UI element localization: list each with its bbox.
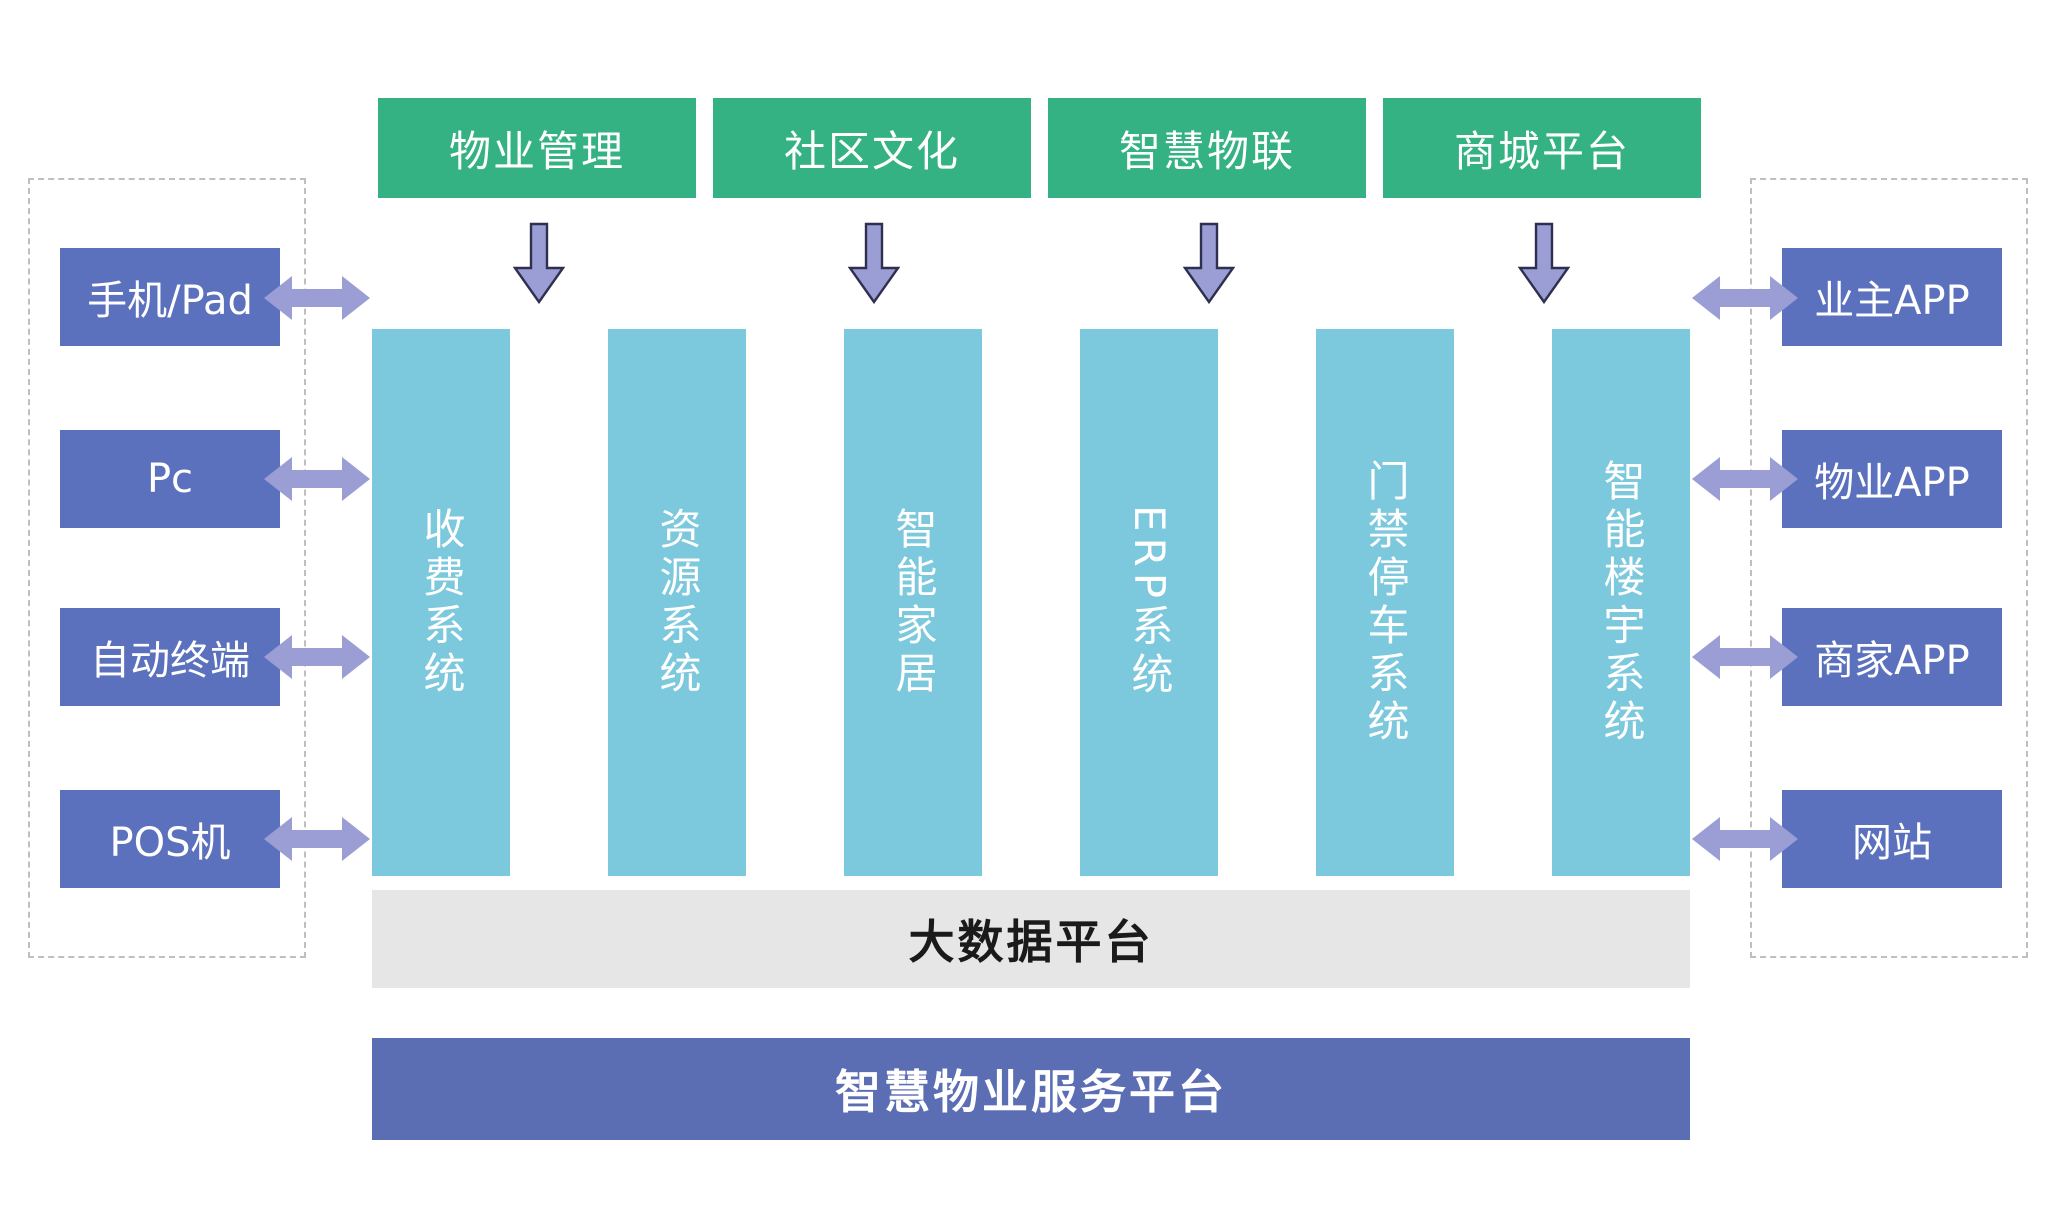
system-column-resource[interactable]: 资源系统 bbox=[608, 329, 746, 876]
big-data-platform-label: 大数据平台 bbox=[908, 915, 1154, 969]
top-module-label: 社区文化 bbox=[783, 126, 960, 176]
system-column-access-parking[interactable]: 门禁停车系统 bbox=[1316, 329, 1454, 876]
left-bidirectional-arrow-icon-4 bbox=[262, 813, 372, 865]
service-platform-label: 智慧物业服务平台 bbox=[835, 1065, 1227, 1119]
client-app-property[interactable]: 物业APP bbox=[1782, 430, 2002, 528]
terminal-device-pos[interactable]: POS机 bbox=[60, 790, 280, 888]
client-app-label: 商家APP bbox=[1814, 638, 1970, 684]
terminal-device-self-service[interactable]: 自动终端 bbox=[60, 608, 280, 706]
down-arrow-icon-4 bbox=[1518, 222, 1570, 304]
left-bidirectional-arrow-icon-2 bbox=[262, 453, 372, 505]
client-app-merchant[interactable]: 商家APP bbox=[1782, 608, 2002, 706]
terminal-device-pc[interactable]: Pc bbox=[60, 430, 280, 528]
left-bidirectional-arrow-icon-1 bbox=[262, 272, 372, 324]
client-app-label: 业主APP bbox=[1814, 278, 1970, 324]
terminal-device-label: 手机/Pad bbox=[87, 278, 253, 324]
top-module-smart-iot[interactable]: 智慧物联 bbox=[1048, 98, 1366, 198]
system-column-smart-home[interactable]: 智能家居 bbox=[844, 329, 982, 876]
client-app-owner[interactable]: 业主APP bbox=[1782, 248, 2002, 346]
top-module-community-culture[interactable]: 社区文化 bbox=[713, 98, 1031, 198]
top-module-label: 物业管理 bbox=[448, 126, 625, 176]
system-column-label: ERP系统 bbox=[1125, 504, 1174, 701]
terminal-device-label: Pc bbox=[146, 456, 194, 502]
down-arrow-icon-2 bbox=[848, 222, 900, 304]
right-bidirectional-arrow-icon-4 bbox=[1690, 813, 1800, 865]
client-app-label: 物业APP bbox=[1814, 460, 1970, 506]
system-column-label: 智能家居 bbox=[889, 506, 938, 699]
terminal-device-label: POS机 bbox=[109, 820, 231, 866]
right-bidirectional-arrow-icon-2 bbox=[1690, 453, 1800, 505]
terminal-devices-group-frame bbox=[28, 178, 306, 958]
system-column-label: 资源系统 bbox=[653, 506, 702, 699]
system-column-label: 收费系统 bbox=[417, 506, 466, 699]
service-platform-bar[interactable]: 智慧物业服务平台 bbox=[372, 1038, 1690, 1140]
top-module-mall-platform[interactable]: 商城平台 bbox=[1383, 98, 1701, 198]
terminal-device-phone-pad[interactable]: 手机/Pad bbox=[60, 248, 280, 346]
top-module-property-management[interactable]: 物业管理 bbox=[378, 98, 696, 198]
right-bidirectional-arrow-icon-1 bbox=[1690, 272, 1800, 324]
system-column-billing[interactable]: 收费系统 bbox=[372, 329, 510, 876]
system-column-label: 门禁停车系统 bbox=[1361, 458, 1410, 747]
system-column-label: 智能楼宇系统 bbox=[1597, 458, 1646, 747]
right-bidirectional-arrow-icon-3 bbox=[1690, 631, 1800, 683]
terminal-device-label: 自动终端 bbox=[90, 638, 250, 684]
client-applications-group-frame bbox=[1750, 178, 2028, 958]
top-module-label: 商城平台 bbox=[1453, 126, 1630, 176]
left-bidirectional-arrow-icon-3 bbox=[262, 631, 372, 683]
client-app-label: 网站 bbox=[1852, 820, 1932, 866]
system-column-erp[interactable]: ERP系统 bbox=[1080, 329, 1218, 876]
top-module-label: 智慧物联 bbox=[1118, 126, 1295, 176]
down-arrow-icon-1 bbox=[513, 222, 565, 304]
client-app-website[interactable]: 网站 bbox=[1782, 790, 2002, 888]
system-column-smart-building[interactable]: 智能楼宇系统 bbox=[1552, 329, 1690, 876]
big-data-platform-bar[interactable]: 大数据平台 bbox=[372, 890, 1690, 988]
down-arrow-icon-3 bbox=[1183, 222, 1235, 304]
